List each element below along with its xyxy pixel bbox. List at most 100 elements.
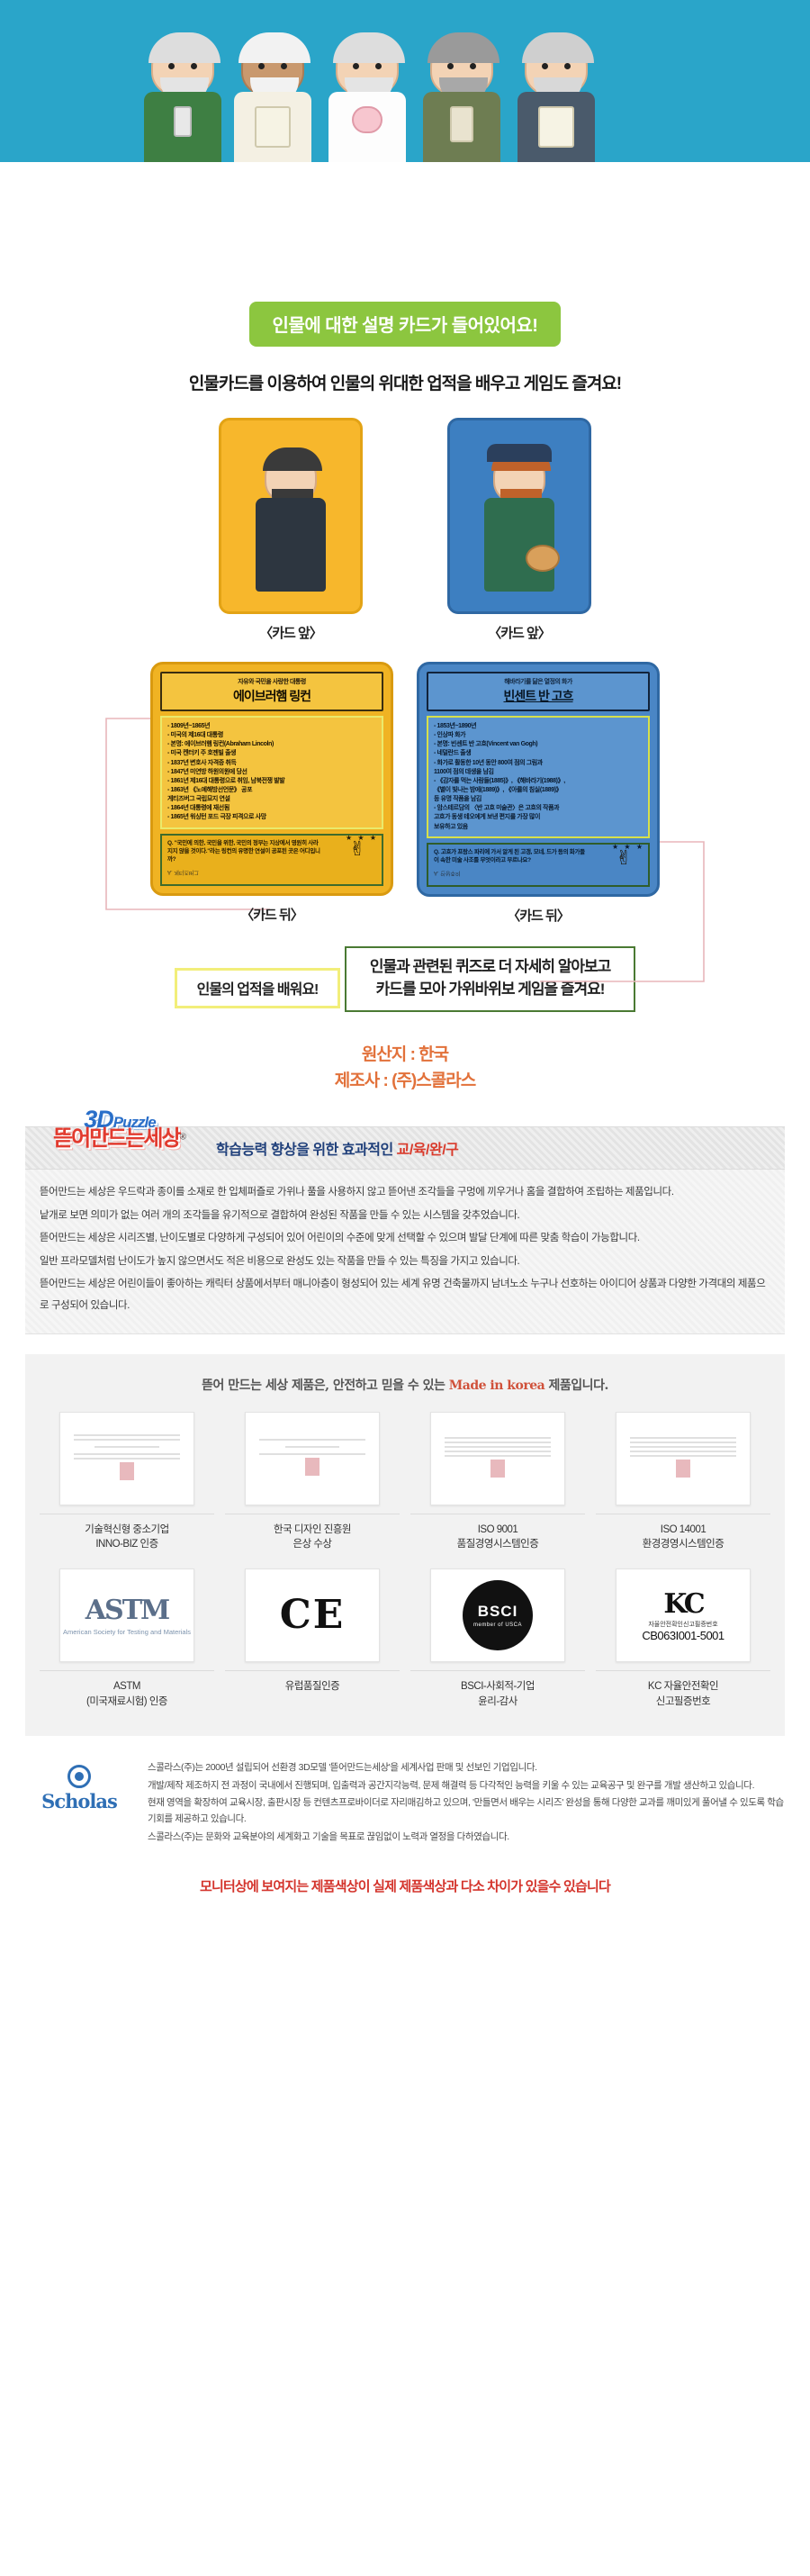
list-item: - 1864년 대통령에 재선됨 (167, 805, 230, 812)
list-item: - 《감자를 먹는 사람들(1885)》, 《해바라기(1988)》, (434, 777, 565, 784)
footer-paragraph: 스콜라스(주)는 2000년 설립되어 선환경 3D모델 '뜯어만드는세상'을 … (148, 1762, 537, 1774)
hero-character-1 (144, 32, 221, 162)
cert-caption-line2: 은상 수상 (292, 1539, 332, 1550)
lincoln-name: 에이브러햄 링컨 (232, 689, 311, 703)
certificate-document-icon (616, 1411, 751, 1505)
cert-caption: ASTM (미국재료시험) 인증 (40, 1669, 214, 1709)
cert-headline-part2: 제품입니다. (544, 1378, 609, 1393)
cert-caption-line2: 환경경영시스템인증 (642, 1539, 724, 1550)
color-disclaimer-notice: 모니터상에 보여지는 제품색상이 실제 제품색상과 다소 차이가 있을수 있습니… (200, 1879, 611, 1895)
scissors-hand-icon: ✌ (616, 845, 633, 869)
card-front-label-right: 〈카드 앞〉 (488, 626, 552, 641)
brand-description-section: 3DPuzzle 뜯어만드는세상® 학습능력 향상을 위한 효과적인 교/육/완… (25, 1107, 785, 1334)
list-item: - 1861년 제16대 대통령으로 취임, 남북전쟁 발발 (167, 777, 285, 784)
ce-mark-text: CE (279, 1592, 346, 1639)
cert-caption-line1: 한국 디자인 진흥원 (273, 1523, 352, 1535)
cert-caption-line1: ASTM (113, 1680, 140, 1692)
gogh-quiz-block: ★ ★ ★ ✌ Q. 고흐가 프랑스 파리에 가서 알게 된 고갱, 모네, 드… (427, 842, 650, 887)
kc-mark-icon: KC 자율안전확인신고필증번호 CB063I001-5001 (616, 1568, 751, 1662)
bsci-seal-icon: BSCI member of USCA (430, 1568, 565, 1662)
card-front-lincoln (219, 418, 363, 614)
hero-character-banner (0, 0, 810, 162)
description-paragraph: 낱개로 보면 의미가 없는 여러 개의 조각들을 유기적으로 결합하여 완성된 … (40, 1209, 520, 1221)
origin-manufacturer-block: 원산지 : 한국 제조사 : (주)스콜라스 (0, 1043, 810, 1094)
cert-caption-line1: KC 자율안전확인 (647, 1680, 719, 1692)
gogh-illustration-icon (465, 440, 573, 611)
list-item: 고흐가 동생 테오에게 보낸 편지를 가장 많이 (434, 814, 540, 821)
callout-green-line2: 카드를 모아 가위바위보 게임을 즐겨요! (375, 980, 606, 998)
list-item: - 미국의 제16대 대통령 (167, 732, 223, 739)
card-front-row: 〈카드 앞〉 〈카드 앞〉 (0, 418, 810, 642)
list-item: 《별이 빛나는 밤에(1889)》, 《아를의 침실(1889)》 (434, 786, 562, 793)
bsci-logo-subtext: member of USCA (472, 1622, 522, 1628)
cert-caption: 한국 디자인 진흥원 은상 수상 (225, 1513, 400, 1552)
list-item: - 화가로 활동한 10년 동안 800여 점의 그림과 (434, 759, 543, 766)
list-item: - 1847년 미연방 하원의원에 당선 (167, 768, 248, 775)
list-item: - 인상파 화가 (434, 732, 466, 739)
cert-caption-line1: ISO 9001 (477, 1523, 518, 1535)
lincoln-fact-list: - 1809년~1865년 - 미국의 제16대 대통령 - 본명: 에이브러햄… (160, 716, 383, 829)
lincoln-quiz-block: ★ ★ ★ ✌ Q. "국민에 의한, 국민을 위한, 국민의 정부는 지상에서… (160, 833, 383, 886)
lincoln-subtitle: 자유와 국민을 사랑한 대통령 (238, 679, 306, 685)
lincoln-illustration-icon (237, 440, 345, 611)
registered-trademark-icon: ® (179, 1132, 186, 1143)
footer-paragraph: 스콜라스(주)는 문화와 교육분야의 세계화고 기술을 목표로 끊임없이 노력과… (148, 1830, 509, 1842)
card-back-lincoln-col: 자유와 국민을 사랑한 대통령 에이브러햄 링컨 - 1809년~1865년 -… (150, 662, 393, 925)
kc-number-text: CB063I001-5001 (642, 1628, 724, 1642)
cert-item-kidp: 한국 디자인 진흥원 은상 수상 (220, 1408, 405, 1565)
card-front-label-left: 〈카드 앞〉 (259, 626, 323, 641)
description-paragraph: 일반 프라모델처럼 난이도가 높지 않으면서도 적은 비용으로 완성도 있는 작… (40, 1255, 520, 1267)
cert-caption-line1: ISO 14001 (660, 1523, 706, 1535)
lincoln-title-block: 자유와 국민을 사랑한 대통령 에이브러햄 링컨 (160, 672, 383, 711)
ce-mark-icon: CE (245, 1568, 380, 1662)
kc-mark-text: KC (663, 1587, 705, 1620)
card-banner-pill: 인물에 대한 설명 카드가 들어있어요! (248, 302, 562, 347)
gogh-name: 빈센트 반 고흐 (503, 689, 573, 703)
cert-caption-line1: 유럽품질인증 (284, 1680, 340, 1692)
company-description: 스콜라스(주)는 2000년 설립되어 선환경 3D모델 '뜯어만드는세상'을 … (148, 1759, 785, 1846)
certification-grid: 기술혁신형 중소기업 INNO-BIZ 인증 한국 디자인 진흥원 은상 수상 (34, 1408, 776, 1722)
gogh-fact-list: - 1853년~1890년 - 인상파 화가 - 본명: 빈센트 반 고흐(Vi… (427, 716, 650, 838)
brand-tagline: 학습능력 향상을 위한 효과적인 교/육/완/구 (216, 1137, 459, 1159)
callout-learn-achievements: 인물의 업적을 배워요! (174, 967, 341, 1008)
cert-item-astm: ASTM American Society for Testing and Ma… (34, 1565, 220, 1722)
cert-item-innobiz: 기술혁신형 중소기업 INNO-BIZ 인증 (34, 1408, 220, 1565)
certificate-document-icon (245, 1411, 380, 1505)
gogh-title-block: 해바라기를 닮은 열정의 화가 빈센트 반 고흐 (427, 672, 650, 711)
cert-caption: KC 자율안전확인 신고필증번호 (596, 1669, 770, 1709)
cert-item-iso14001: ISO 14001 환경경영시스템인증 (590, 1408, 776, 1565)
card-explainer-section: 인물에 대한 설명 카드가 들어있어요! 인물카드를 이용하여 인물의 위대한 … (0, 162, 810, 1103)
cert-item-kc: KC 자율안전확인신고필증번호 CB063I001-5001 KC 자율안전확인… (590, 1565, 776, 1722)
palette-icon (526, 545, 560, 572)
logo-puzzle-text: Puzzle (112, 1114, 157, 1132)
description-paragraph: 뜯어만드는 세상은 시리즈별, 난이도별로 다양하게 구성되어 있어 어린이의 … (40, 1233, 640, 1244)
certificate-document-icon (430, 1411, 565, 1505)
cert-caption-line1: 기술혁신형 중소기업 (85, 1523, 169, 1535)
cert-item-iso9001: ISO 9001 품질경영시스템인증 (405, 1408, 590, 1565)
astm-logo-icon: ASTM American Society for Testing and Ma… (59, 1568, 194, 1662)
cert-caption-line2: INNO-BIZ 인증 (95, 1539, 158, 1550)
card-front-gogh-col: 〈카드 앞〉 (447, 418, 591, 642)
star-decoration-icon: ★ ★ ★ (346, 833, 378, 842)
book-prop-icon (450, 106, 473, 142)
product-detail-page: 인물에 대한 설명 카드가 들어있어요! 인물카드를 이용하여 인물의 위대한 … (0, 0, 810, 1895)
company-footer: Scholas 스콜라스(주)는 2000년 설립되어 선환경 3D모델 '뜯어… (25, 1759, 785, 1846)
cert-caption-line2: 신고필증번호 (655, 1695, 711, 1707)
scissors-hand-icon: ✌ (349, 836, 366, 860)
brand-tagline-accent: 교/육/완/구 (396, 1143, 459, 1159)
hero-character-4 (423, 32, 500, 162)
gogh-quiz-answer: A. 인상주의 (434, 869, 461, 875)
logo-korean-text: 뜯어만드는세상 (53, 1126, 182, 1152)
scholas-circle-icon (68, 1765, 91, 1789)
list-item: 1100여 점의 데생을 남김 (434, 768, 494, 775)
cert-item-ce: CE 유럽품질인증 (220, 1565, 405, 1722)
bsci-logo-text: BSCI (477, 1602, 518, 1620)
cert-caption-line2: 윤리-감사 (478, 1695, 518, 1707)
document-prop-icon (538, 106, 574, 148)
list-item: 등 유명 작품을 남김 (434, 796, 482, 803)
product-description: 뜯어만드는 세상은 우드락과 종이를 소재로 한 입체퍼즐로 가위나 풀을 사용… (25, 1170, 785, 1334)
list-item: - 1853년~1890년 (434, 723, 477, 729)
hero-character-5 (518, 32, 595, 162)
scroll-prop-icon (255, 106, 291, 148)
astm-logo-subtext: American Society for Testing and Materia… (62, 1627, 191, 1636)
